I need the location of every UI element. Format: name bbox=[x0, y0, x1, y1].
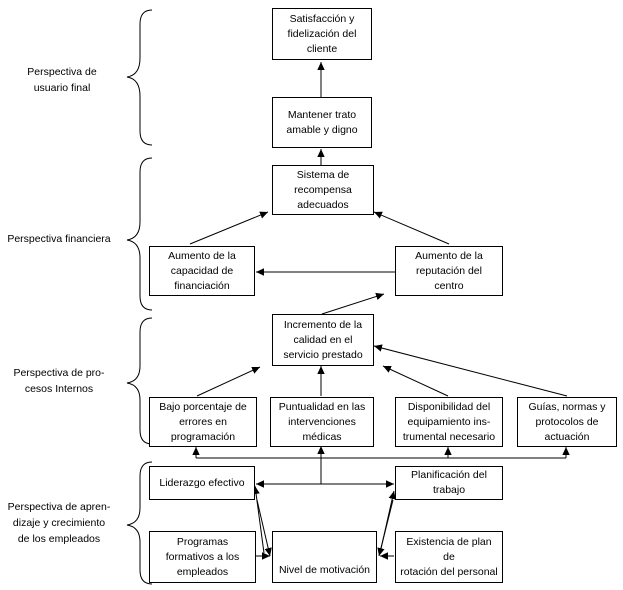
box-existencia-plan-rotacion: Existencia de plan de rotación del perso… bbox=[395, 531, 503, 583]
box-aumento-financiacion: Aumento de la capacidad de financiación bbox=[149, 246, 255, 296]
box-aumento-reputacion: Aumento de la reputación del centro bbox=[395, 246, 503, 296]
arrow-calidad-to-reputacion bbox=[321, 292, 385, 315]
perspective-procesos-internos: Perspectiva de pro- cesos Internos bbox=[13, 367, 105, 395]
box-puntualidad: Puntualidad en las intervenciones médica… bbox=[270, 397, 374, 447]
box-sistema-recompensa: Sistema de recompensa adecuados bbox=[272, 165, 374, 215]
box-disponibilidad-equipamiento: Disponibilidad del equipamiento ins- tru… bbox=[395, 397, 503, 447]
arrow-reputacion-to-recompensa bbox=[373, 211, 450, 245]
box-satisfaccion-cliente: Satisfacción y fidelización del cliente bbox=[272, 8, 372, 60]
brace-usuario bbox=[126, 9, 153, 146]
arrow-financiacion-to-recompensa bbox=[189, 211, 269, 245]
arrow-planificacion-to-motivacion bbox=[377, 499, 394, 557]
box-incremento-calidad: Incremento de la calidad en el servicio … bbox=[272, 314, 374, 366]
box-guias-normas: Guías, normas y protocolos de actuación bbox=[517, 397, 617, 447]
perspective-usuario-final: Perspectiva de usuario final bbox=[27, 66, 97, 94]
arrow-liderazgo-to-motivacion bbox=[256, 499, 272, 557]
box-liderazgo-efectivo: Liderazgo efectivo bbox=[149, 466, 255, 500]
box-programas-formativos: Programas formativos a los empleados bbox=[149, 531, 256, 583]
box-planificacion-trabajo: Planificación del trabajo bbox=[395, 466, 503, 500]
brace-financiera bbox=[126, 157, 153, 311]
arrow-bajo-to-calidad bbox=[196, 366, 261, 397]
perspective-aprendizaje: Perspectiva de apren- dizaje y crecimien… bbox=[7, 501, 111, 545]
arrow-guias-to-calidad bbox=[373, 344, 568, 397]
box-nivel-motivacion: Nivel de motivación bbox=[272, 531, 377, 583]
brace-aprendizaje bbox=[126, 461, 153, 585]
arrow-motivacion-to-liderazgo bbox=[252, 485, 265, 554]
box-mantener-trato: Mantener trato amable y digno bbox=[272, 97, 372, 148]
arrow-disponibilidad-to-calidad bbox=[382, 365, 449, 397]
brace-procesos bbox=[126, 317, 153, 445]
perspective-financiera: Perspectiva financiera bbox=[7, 233, 111, 245]
box-bajo-porcentaje-errores: Bajo porcentaje de errores en programaci… bbox=[149, 397, 257, 447]
